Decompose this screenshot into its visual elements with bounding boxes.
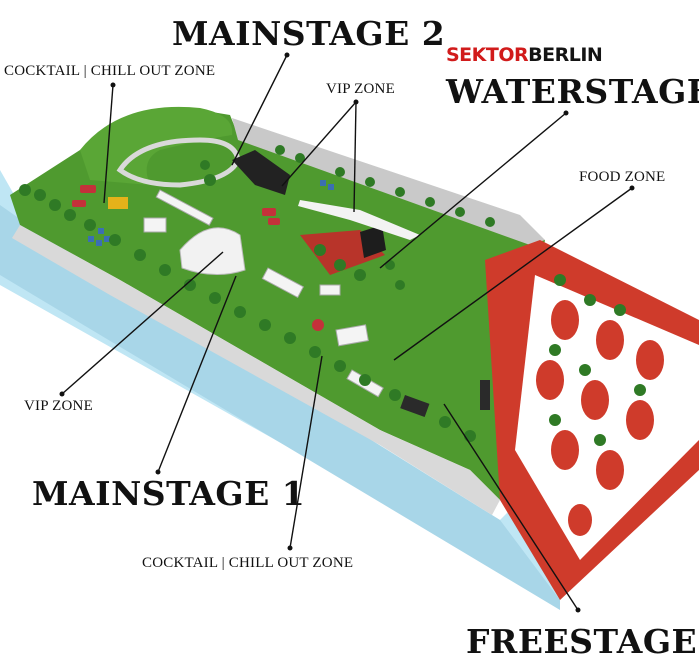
pointer-lines <box>61 54 633 611</box>
red-vehicles <box>72 185 324 331</box>
label-mainstage-2: MAINSTAGE 2 <box>172 14 446 53</box>
front-promenade <box>12 225 500 515</box>
palm-trees <box>19 145 646 446</box>
logo-part2: BERLIN <box>528 44 603 66</box>
logo-part1: SEKTOR <box>446 44 529 66</box>
freestage-structures <box>400 380 490 418</box>
seating <box>88 180 334 246</box>
waterstage-screen <box>360 225 386 258</box>
label-cocktail-chill-out-zone-top: COCKTAIL | CHILL OUT ZONE <box>4 63 216 79</box>
pointer-dots <box>59 52 635 613</box>
label-waterstage: WATERSTAGE <box>446 72 699 111</box>
label-food-zone: FOOD ZONE <box>579 169 666 185</box>
mainstage1-tent <box>179 227 246 276</box>
tents <box>143 189 384 398</box>
cocktail-tent <box>108 197 128 209</box>
label-freestage: FREESTAGE <box>466 622 698 661</box>
sektorberlin-logo: SEKTORBERLIN <box>446 44 603 70</box>
label-vip-zone-left: VIP ZONE <box>24 398 93 414</box>
back-road <box>232 118 545 245</box>
freestage-pattern <box>536 300 664 536</box>
label-cocktail-chill-out-zone-bottom: COCKTAIL | CHILL OUT ZONE <box>142 555 354 571</box>
label-vip-zone-top: VIP ZONE <box>326 81 395 97</box>
mainstage2-stage <box>232 150 290 195</box>
vip-platform <box>298 200 420 240</box>
label-mainstage-1: MAINSTAGE 1 <box>32 474 306 513</box>
